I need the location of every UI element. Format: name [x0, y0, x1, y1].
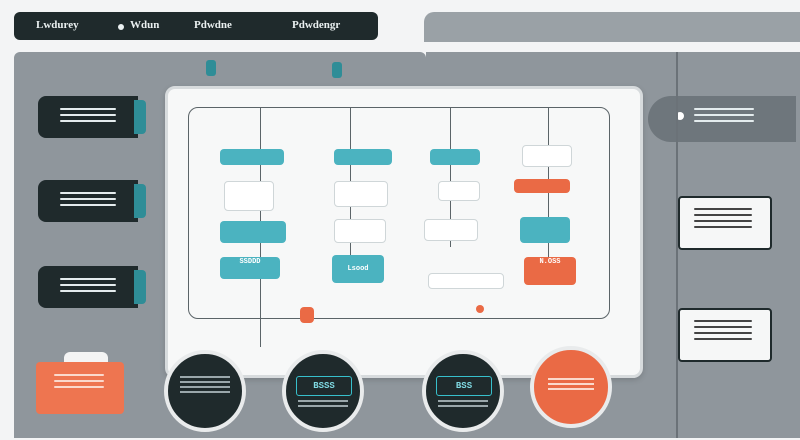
process-block[interactable] — [220, 149, 284, 165]
right-header-card[interactable] — [648, 96, 796, 142]
connector-line — [450, 107, 451, 247]
nav-item-3[interactable]: Pdwdne — [194, 19, 232, 31]
process-block[interactable] — [522, 145, 572, 167]
nav-dot-icon — [118, 24, 124, 30]
sidebar-card-tab — [134, 270, 146, 304]
process-block-accent[interactable] — [514, 179, 570, 193]
nav-item-2[interactable]: Wdun — [130, 19, 160, 31]
action-circle-4[interactable] — [530, 346, 612, 428]
right-list-card-1[interactable] — [678, 196, 772, 250]
board-handle-1[interactable] — [206, 60, 216, 76]
action-circle-3[interactable]: BSS — [422, 350, 504, 432]
process-block-label[interactable]: Lsood — [332, 255, 384, 283]
process-block[interactable] — [334, 149, 392, 165]
process-block[interactable] — [334, 219, 386, 243]
folder-icon[interactable] — [36, 352, 124, 414]
process-block[interactable] — [430, 149, 480, 165]
status-dot-icon — [676, 112, 684, 120]
connector-node-icon — [476, 305, 484, 313]
connector-outline — [188, 107, 610, 319]
board-handle-2[interactable] — [332, 62, 342, 78]
process-block[interactable] — [438, 181, 480, 201]
keyboard-strip[interactable] — [428, 273, 504, 289]
sidebar-card-tab — [134, 184, 146, 218]
sidebar-card-tab — [134, 100, 146, 134]
action-circle-1[interactable] — [164, 350, 246, 432]
top-navigation-bar: Lwdurey Wdun Pdwdne Pdwdengr — [14, 12, 378, 40]
top-right-header — [424, 12, 800, 42]
process-block[interactable] — [424, 219, 478, 241]
nav-item-1[interactable]: Lwdurey — [36, 19, 79, 31]
process-block[interactable] — [220, 221, 286, 243]
alert-marker — [300, 307, 314, 323]
sidebar-card-1[interactable] — [38, 96, 146, 138]
action-circle-2[interactable]: BSSS — [282, 350, 364, 432]
right-panel-divider — [676, 52, 678, 438]
nav-item-4[interactable]: Pdwdengr — [292, 19, 341, 31]
process-block[interactable] — [224, 181, 274, 211]
process-block[interactable] — [520, 217, 570, 243]
process-block-label[interactable]: N.OSS — [524, 257, 576, 285]
process-block[interactable] — [334, 181, 388, 207]
workflow-board: SSDDD Lsood N.OSS — [165, 86, 643, 378]
sidebar-card-3[interactable] — [38, 266, 146, 308]
right-list-card-2[interactable] — [678, 308, 772, 362]
process-block-label[interactable]: SSDDD — [220, 257, 280, 279]
sidebar-card-2[interactable] — [38, 180, 146, 222]
